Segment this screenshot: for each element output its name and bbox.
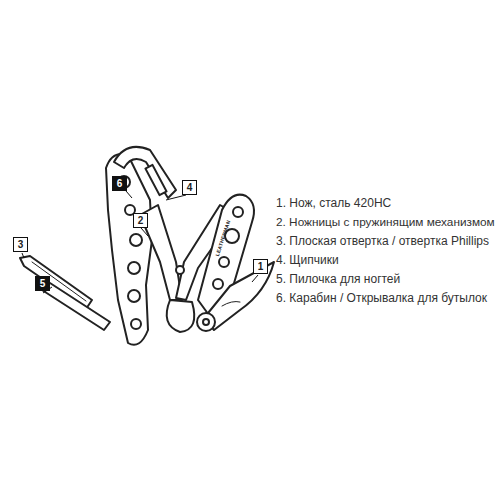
legend-item: 1. Нож, сталь 420HC [276, 196, 391, 210]
callout-number: 5 [35, 276, 50, 291]
legend-item: 6. Карабин / Открывалка для бутылок [276, 291, 487, 305]
callout-number: 4 [182, 180, 197, 195]
callout-number: 1 [253, 259, 268, 274]
legend-item: 3. Плоская отвертка / отвертка Phillips [276, 234, 489, 248]
legend-item: 4. Щипчики [276, 253, 339, 267]
legend-item: 5. Пилочка для ногтей [276, 272, 400, 286]
legend-item: 2. Ножницы с пружинящим механизмом [276, 215, 495, 229]
callout-number: 2 [133, 213, 148, 228]
callout-number: 6 [112, 176, 127, 191]
callout-number: 3 [13, 237, 28, 252]
